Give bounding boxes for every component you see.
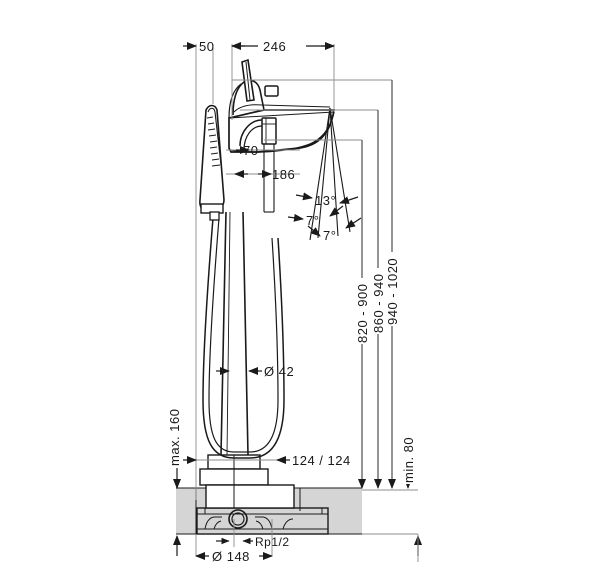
rough-in-port-outer: [228, 509, 248, 529]
angle-7-upper-group: 7°: [287, 205, 344, 228]
dim-70-label: 70: [243, 143, 258, 158]
shower-hose-group: [202, 217, 285, 459]
dim-70-group: 70: [236, 143, 258, 158]
hose-outlet-sleeve: [261, 117, 277, 145]
dim-min80-bg: [399, 432, 417, 484]
dim-d148-group: Ø 148: [195, 547, 273, 564]
angle-7-upper-label: 7°: [306, 213, 319, 228]
handshower-group: [199, 104, 225, 221]
spray-line-b: [317, 107, 331, 239]
rough-in-web-far-right: [282, 518, 294, 530]
angle-7-lower-group: 7°: [307, 217, 362, 243]
handshower-hose-nut: [209, 211, 220, 221]
lever-handle-crease: [245, 61, 251, 101]
dim-50-label: 50: [199, 39, 214, 54]
angle-7-lower-label: 7°: [323, 228, 336, 243]
spray-line-a: [309, 107, 331, 241]
dim-940-1020-bg: [383, 252, 401, 326]
dim-d148-label: Ø 148: [212, 549, 250, 564]
hose-inner-left: [208, 217, 235, 453]
diverter-button: [264, 85, 279, 97]
column-right-edge: [242, 211, 249, 456]
pedestal-base-group: [199, 454, 295, 509]
dim-186-group: 186: [234, 167, 295, 182]
spout-top-contour: [233, 104, 331, 113]
angle-13-label: 13°: [315, 193, 336, 208]
base-block: [205, 484, 295, 509]
dim-246-label: 246: [263, 39, 286, 54]
dim-rp12-group: Rp1/2: [216, 535, 290, 549]
hose-outer-left: [202, 217, 235, 459]
spray-line-c: [329, 107, 351, 233]
angle-7-upper-leader: [329, 205, 344, 217]
dim-186-label: 186: [272, 167, 295, 182]
dim-min80-label: min. 80: [401, 437, 416, 483]
dim-rp12-label: Rp1/2: [255, 535, 290, 549]
dim-820-900-label: 820 - 900: [355, 284, 370, 343]
screed-left-fill: [176, 488, 196, 534]
dim-d42-group: Ø 42: [216, 364, 294, 379]
dim-max160-label: max. 160: [167, 409, 182, 466]
dim-246-label-bg: [258, 37, 306, 53]
handshower-spray-texture: [206, 116, 221, 167]
dim-d42-label: Ø 42: [264, 364, 294, 379]
rough-in-fillet-a: [213, 520, 222, 530]
rough-in-port-inner: [231, 512, 245, 526]
dim-124-label: 124 / 124: [292, 453, 351, 468]
hose-outer-right: [249, 237, 285, 459]
angle-7-lower-leader-left: [307, 225, 321, 237]
angle-13-group: 13°: [295, 192, 359, 208]
angle-7-lower-leader: [345, 217, 362, 229]
mixer-body-group: [228, 58, 335, 213]
dim-max160-group: max. 160: [166, 409, 182, 489]
dim-246-group: 246: [231, 37, 335, 54]
rough-in-web-left: [204, 516, 222, 530]
vertical-dims-group: 820 - 900 860 - 940 940 - 1020 min. 80: [353, 80, 417, 489]
dim-d148-label-bg: [211, 547, 259, 563]
column-left-inner: [226, 211, 231, 456]
spray-line-d: [329, 107, 339, 237]
extension-lines: [195, 44, 418, 556]
spout-deck-line: [228, 111, 335, 119]
rough-in-fillet-b: [255, 520, 264, 530]
rough-in-web-right: [255, 516, 273, 530]
angle-13-leader: [339, 196, 359, 204]
handshower-face-edge: [207, 107, 222, 166]
screed-right-fill: [300, 488, 362, 534]
column-group: [220, 211, 249, 456]
dim-860-940-label: 860 - 940: [371, 274, 386, 333]
hose-inner-right: [249, 237, 279, 453]
angle-7-upper-leader-left: [287, 213, 304, 222]
hose-entry-curve: [239, 119, 263, 147]
floor-level-arrows: [173, 534, 422, 562]
angle-13-leader-left: [295, 192, 313, 201]
dim-max160-bg: [166, 410, 182, 468]
dim-820-900-bg: [353, 278, 371, 344]
column-left-edge: [220, 211, 227, 456]
dim-860-940-bg: [369, 268, 387, 334]
dim-50-group: 50: [183, 39, 214, 54]
dim-940-1020-label: 940 - 1020: [385, 258, 400, 325]
dim-124-group: 124 / 124: [183, 453, 351, 468]
